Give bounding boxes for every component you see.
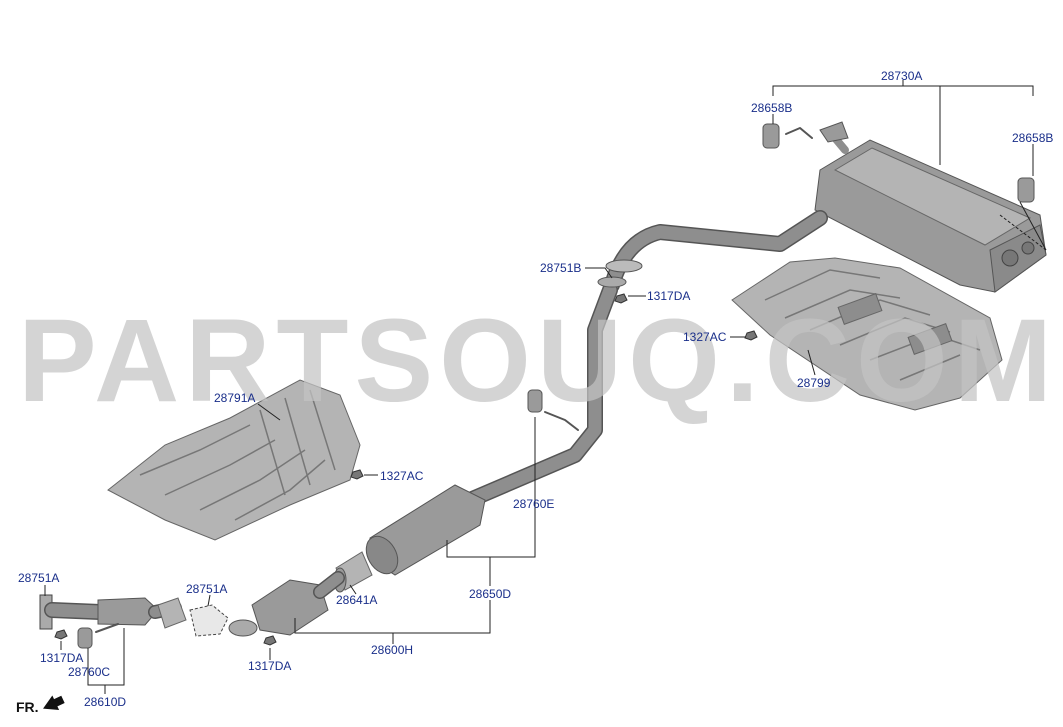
callout-28791a[interactable]: 28791A <box>214 391 255 405</box>
gasket-28751a-center-part[interactable] <box>189 604 229 637</box>
callout-1317da-left[interactable]: 1317DA <box>40 651 83 665</box>
callout-1317da-center[interactable]: 1317DA <box>248 659 291 673</box>
front-direction-label: FR. <box>16 699 39 715</box>
callout-28658b-left[interactable]: 28658B <box>751 101 792 115</box>
callout-28760c[interactable]: 28760C <box>68 665 110 679</box>
callout-1327ac-right[interactable]: 1327AC <box>683 330 727 344</box>
hanger-28760c-part[interactable] <box>77 623 119 649</box>
rubber-hanger-right-part[interactable] <box>1017 177 1035 203</box>
nut-1317da-center-part[interactable] <box>263 635 277 646</box>
rubber-hanger-left-part[interactable] <box>762 123 780 149</box>
nut-1327ac-left-part[interactable] <box>350 469 364 480</box>
callout-28760e[interactable]: 28760E <box>513 497 554 511</box>
nut-1317da-left-part[interactable] <box>54 629 68 640</box>
hanger-bracket-28760e-part[interactable] <box>527 389 579 431</box>
callout-28799[interactable]: 28799 <box>797 376 831 390</box>
callout-28751a-center[interactable]: 28751A <box>186 582 227 596</box>
nut-1317da-upper-part[interactable] <box>614 293 628 304</box>
callout-1317da-upper[interactable]: 1317DA <box>647 289 690 303</box>
callout-28730a[interactable]: 28730A <box>881 69 922 83</box>
callout-28751b[interactable]: 28751B <box>540 261 581 275</box>
rear-muffler-part[interactable] <box>814 121 1047 293</box>
center-muffler-part[interactable] <box>360 484 486 579</box>
flange-gasket-28751b-part[interactable] <box>597 259 643 288</box>
watermark: PARTSOUQ.COM <box>18 295 1058 427</box>
leader-lines <box>44 80 1034 694</box>
callout-28600h[interactable]: 28600H <box>371 643 413 657</box>
callout-1327ac-left[interactable]: 1327AC <box>380 469 424 483</box>
callout-28610d[interactable]: 28610D <box>84 695 126 709</box>
catalytic-converter-part[interactable] <box>228 571 345 637</box>
callout-28650d[interactable]: 28650D <box>469 587 511 601</box>
front-heat-shield-part[interactable] <box>107 379 361 541</box>
callout-28641a[interactable]: 28641A <box>336 593 377 607</box>
callout-28658b-right[interactable]: 28658B <box>1012 131 1053 145</box>
front-pipe-part[interactable] <box>39 594 187 630</box>
front-arrow-icon <box>43 695 65 710</box>
main-exhaust-pipe-part[interactable] <box>462 210 828 508</box>
rear-hanger-part[interactable] <box>785 127 813 139</box>
callout-28751a-left[interactable]: 28751A <box>18 571 59 585</box>
rear-heat-shield-part[interactable] <box>731 257 1003 411</box>
